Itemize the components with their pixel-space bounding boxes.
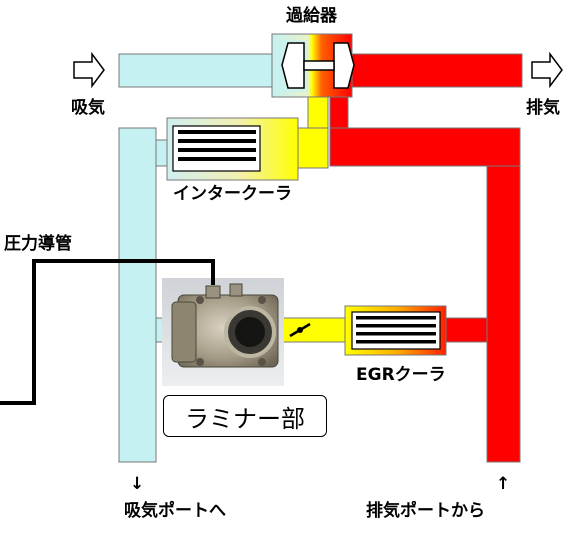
egr-cooler [344,305,447,356]
turbocharger [271,33,355,98]
down-arrow-icon: ↓ [130,474,145,494]
exhaust-pipe [329,41,523,463]
butterfly-valve-icon [289,322,311,338]
pressure-tube-label: 圧力導管 [4,234,72,254]
intercooler [166,117,299,181]
intake-label: 吸気 [71,98,105,118]
intake-arrow-icon [73,51,105,89]
exhaust-label: 排気 [526,98,560,118]
laminar-element-label: ラミナー部 [163,395,327,437]
egr-cooler-label: EGRクーラ [356,365,446,385]
up-arrow-icon: ↑ [496,474,511,494]
to-intake-port-label: 吸気ポートへ [124,501,226,521]
pressure-tube-line [0,259,215,405]
laminar-flow-element-photo [162,278,284,386]
intercooler-label: インタークーラ [173,184,292,204]
exhaust-arrow-icon [531,51,563,89]
turbocharger-label: 過給器 [286,6,337,26]
from-exhaust-port-label: 排気ポートから [366,501,485,521]
